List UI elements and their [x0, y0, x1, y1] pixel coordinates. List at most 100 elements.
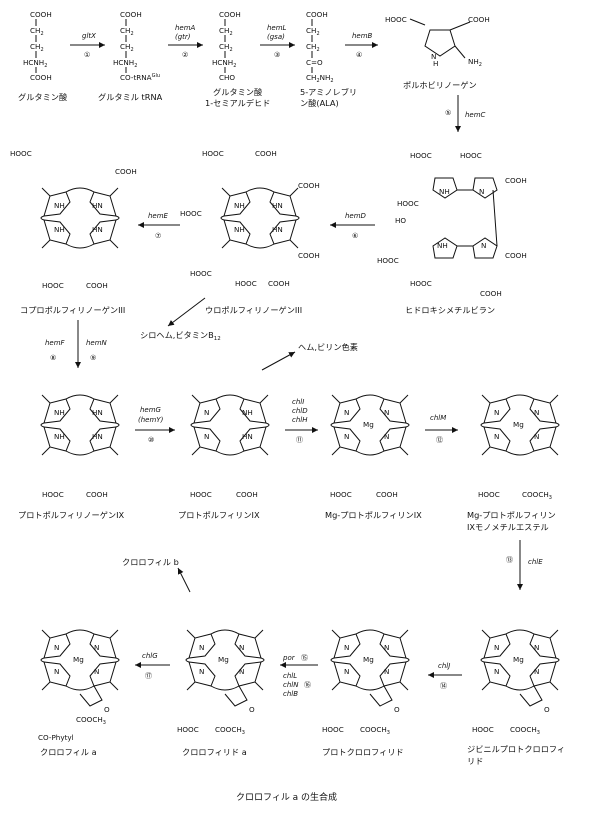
svg-text:HOOC: HOOC	[330, 490, 352, 499]
svg-text:NH: NH	[234, 201, 245, 210]
svg-text:HOOC: HOOC	[235, 279, 257, 288]
step-8: ⑧	[50, 354, 56, 362]
svg-text:HOOC: HOOC	[42, 490, 64, 499]
gsa-structure: COOH CH2 CH2 HCNH2 CHO	[212, 10, 241, 82]
enzyme-chlh: chlH	[292, 416, 308, 424]
label-protogen: プロトポルフィリノーゲンIX	[18, 510, 125, 520]
svg-text:CH2: CH2	[120, 42, 134, 53]
svg-text:COOH: COOH	[120, 10, 142, 19]
label-mg-proto: Mg-プロトポルフィリンIX	[325, 510, 422, 520]
svg-text:Mg: Mg	[513, 420, 524, 429]
svg-text:N: N	[534, 667, 539, 676]
svg-text:N: N	[239, 643, 244, 652]
label-siroheme: シロヘム,ビタミンB12	[140, 330, 221, 342]
svg-text:COOH: COOH	[505, 176, 527, 185]
svg-text:HCNH2: HCNH2	[113, 58, 137, 69]
svg-text:HOOC: HOOC	[410, 151, 432, 160]
svg-text:Mg: Mg	[363, 420, 374, 429]
svg-text:COOH: COOH	[30, 10, 52, 19]
enzyme-chli: chlI	[292, 398, 304, 406]
svg-text:CH2: CH2	[306, 26, 320, 37]
svg-text:O: O	[249, 705, 255, 714]
svg-text:CH2NH2: CH2NH2	[306, 73, 334, 84]
svg-text:COOH: COOH	[306, 10, 328, 19]
svg-text:COOH: COOH	[86, 281, 108, 290]
glutamyl-trna-structure: COOH CH2 CH2 HCNH2 CO-tRNAGlu	[113, 10, 160, 82]
step-15: ⑮	[301, 654, 308, 662]
label-pbg: ポルホビリノーゲン	[403, 80, 477, 90]
svg-text:HOOC: HOOC	[190, 269, 212, 278]
pbg-structure: HOOC COOH H N NH2	[385, 15, 490, 68]
svg-text:N: N	[204, 432, 209, 441]
proto-structure: N NH N HN HOOC COOH	[190, 394, 270, 499]
svg-text:NH: NH	[54, 201, 65, 210]
enzyme-heml: hemL	[267, 24, 287, 32]
enzyme-chle: chlE	[528, 558, 543, 566]
svg-text:HOOC: HOOC	[190, 490, 212, 499]
svg-text:N: N	[344, 408, 349, 417]
svg-text:COOH: COOH	[505, 251, 527, 260]
svg-text:N: N	[94, 667, 99, 676]
svg-text:CHO: CHO	[219, 73, 235, 82]
copro-structure: NH HN NH HN HOOC COOH HOOC COOH	[10, 149, 137, 290]
step-12: ⑫	[436, 436, 443, 444]
svg-text:N: N	[54, 643, 59, 652]
arrow-siroheme	[167, 297, 206, 327]
enzyme-gsa: (gsa)	[267, 33, 285, 41]
label-chlb: クロロフィル b	[122, 557, 179, 567]
svg-text:Mg: Mg	[513, 655, 524, 664]
enzyme-hemy: (hemY)	[138, 416, 164, 424]
svg-text:NH: NH	[242, 408, 253, 417]
svg-text:N: N	[54, 667, 59, 676]
svg-text:COOCH3: COOCH3	[510, 725, 540, 736]
arrow-heme	[261, 351, 296, 371]
step-17: ⑰	[145, 672, 152, 680]
svg-text:NH: NH	[234, 225, 245, 234]
label-mg-me-1: Mg-プロトポルフィリン	[467, 510, 556, 520]
label-heme: ヘム,ビリン色素	[298, 342, 358, 352]
svg-text:HOOC: HOOC	[42, 281, 64, 290]
svg-text:N: N	[534, 432, 539, 441]
svg-text:COOH: COOH	[468, 15, 490, 24]
svg-text:HOOC: HOOC	[472, 725, 494, 734]
svg-text:HOOC: HOOC	[177, 725, 199, 734]
svg-text:HOOC: HOOC	[377, 256, 399, 265]
svg-text:COOCH3: COOCH3	[215, 725, 245, 736]
svg-text:CH2: CH2	[306, 42, 320, 53]
svg-text:NH: NH	[54, 408, 65, 417]
chlide-structure: Mg N N N N O HOOC COOCH3	[177, 630, 264, 736]
enzyme-chlj: chlJ	[438, 662, 450, 670]
enzyme-hemn: hemN	[86, 339, 108, 347]
ala-structure: COOH CH2 CH2 C=O CH2NH2	[306, 10, 334, 84]
svg-text:N: N	[494, 667, 499, 676]
enzyme-chll: chlL	[283, 672, 297, 680]
svg-text:COOH: COOH	[298, 181, 320, 190]
mg-proto-me-structure: Mg N N N N HOOC COOCH3	[478, 394, 560, 501]
step-2: ②	[182, 51, 188, 59]
svg-text:C=O: C=O	[306, 58, 323, 67]
svg-text:CO-tRNAGlu: CO-tRNAGlu	[120, 73, 160, 82]
label-proto: プロトポルフィリンIX	[178, 510, 260, 520]
svg-text:HOOC: HOOC	[202, 149, 224, 158]
svg-text:COOCH3: COOCH3	[76, 715, 106, 726]
enzyme-chln: chlN	[283, 681, 299, 689]
label-ala-2: ン酸(ALA)	[300, 98, 339, 108]
label-chlide: クロロフィリド a	[182, 747, 247, 757]
step-16: ⑯	[304, 681, 311, 689]
svg-text:H: H	[433, 59, 438, 68]
enzyme-chlm: chlM	[430, 414, 446, 422]
svg-text:HOOC: HOOC	[397, 199, 419, 208]
enzyme-hemb: hemB	[352, 32, 373, 40]
svg-text:NH: NH	[439, 187, 450, 196]
figure-caption: クロロフィル a の生合成	[236, 791, 337, 803]
enzyme-heme: hemE	[148, 212, 169, 220]
step-9: ⑨	[90, 354, 96, 362]
dv-pchlide-structure: Mg N N N N O HOOC COOCH3	[472, 630, 559, 736]
svg-text:HN: HN	[272, 225, 283, 234]
label-dv-pchlide-1: ジビニルプロトクロロフィ	[467, 744, 565, 754]
svg-text:N: N	[494, 408, 499, 417]
chla-structure: Mg N N N N O COOCH3 CO-Phytyl	[38, 630, 119, 742]
enzyme-gltx: gltX	[82, 32, 96, 40]
hmb-structure: NH N NH N HOOC HOOC COOH HOOC HO HOOC CO…	[377, 151, 527, 298]
svg-text:N: N	[199, 643, 204, 652]
